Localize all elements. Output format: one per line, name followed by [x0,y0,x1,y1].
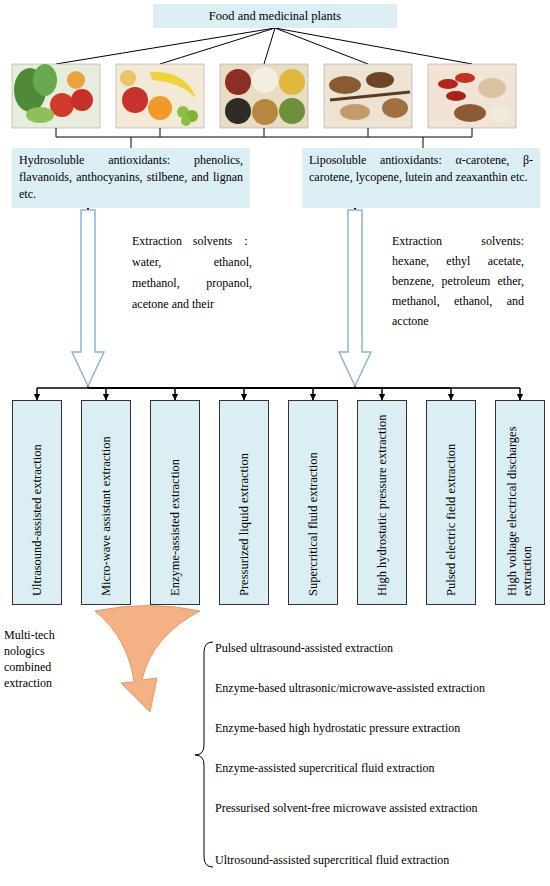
node-text: Ultrasound-assisted extraction [30,444,45,596]
pear [120,70,136,86]
banana [150,72,196,98]
node-text: Enzyme-assisted extraction [168,459,183,596]
herb-slice [454,104,486,122]
method-item: Enzyme-based high hydrostatic pressure e… [215,720,545,736]
connector [88,208,313,400]
connector [37,208,355,400]
grape [181,116,191,126]
method-item: Pressurised solvent-free microwave assis… [215,800,545,816]
rice-pile [252,67,278,93]
herb-slice [366,72,394,88]
fan-line [56,28,275,64]
photo-bracket [56,128,472,148]
herb-slice [329,76,361,94]
method-box: Enzyme-assisted extraction [150,400,200,605]
herb-photo [324,64,412,128]
node-text: Food and medicinal plants [209,9,341,24]
method-item: Ultrosound-assisted supercritical fluid … [215,852,545,868]
fruit-photo [116,64,204,128]
wheat-pile [252,99,278,125]
node-text: High hydrostatic pressure extraction [375,414,390,596]
fan-line [275,28,368,64]
herb-slice [478,78,506,98]
herb-slice [489,106,511,122]
source-box: Food and medicinal plants [153,4,397,28]
corn-pile [279,69,305,95]
connector [244,208,355,400]
category-box: Liposoluble antioxidants: α-carotene, β-… [302,148,540,208]
bracket-tick [368,128,369,137]
hollow-arrow [339,210,371,386]
fan-lines [56,28,472,64]
node-text: Liposoluble antioxidants: α-carotene, β-… [309,152,533,186]
goji [438,79,458,89]
herb-photo [428,64,516,128]
photo-frame [12,64,100,128]
method-box: Pressurized liquid extraction [219,400,269,605]
tomato [71,89,93,111]
bracket-tick [264,128,265,137]
bracket-tick [160,128,161,137]
bracket-line [56,137,472,138]
node-text: Pulsed electric field extraction [444,444,459,596]
photo-frame [220,64,308,128]
category-box: Hydrosoluble antioxidants: phenolics, fl… [12,148,250,208]
curved-arrow [95,606,200,713]
bracket-tick [472,128,473,137]
herb-slice [382,98,408,118]
goji [446,91,466,101]
bracket-drop [423,137,424,148]
node-text: Pressurized liquid extraction [237,453,252,596]
node-text: Supercritical fluid extraction [306,452,321,596]
method-box: Ultrasound-assisted extraction [12,400,62,605]
bean-pile [225,69,251,95]
bean-pile [279,98,305,124]
bracket-drop [131,137,132,148]
vegetable-photo [12,64,100,128]
method-box: Pulsed electric field extraction [426,400,476,605]
node-text: Hydrosoluble antioxidants: phenolics, fl… [19,152,243,203]
bean-pile [225,98,251,124]
fan-line [264,28,275,64]
fan-line [275,28,472,64]
orange [148,96,172,120]
bracket-tick [56,128,57,137]
pepper [67,71,85,89]
leaf [33,64,57,96]
method-box: High voltage electrical discharges extra… [495,400,545,605]
solvent-note: Extraction solvents：water, ethanol, meth… [132,231,252,315]
method-box: Supercritical fluid extraction [288,400,338,605]
combine-note: Multi-tech nologics combined extraction [4,627,68,691]
photo-frame [428,64,516,128]
method-item: Pulsed ultrasound-assisted extraction [215,640,545,656]
curly-brace [195,642,213,867]
photo-frame [116,64,204,128]
herb-root [330,92,410,100]
solvent-note: Extraction solvents: hexane, ethyl aceta… [392,231,524,331]
grain-photo [220,64,308,128]
herb-slice [340,104,370,120]
method-item: Enzyme-based ultrasonic/microwave-assist… [215,680,545,696]
fan-line [160,28,275,64]
connector [88,208,382,400]
node-text: High voltage electrical discharges extra… [505,409,535,596]
cucumber [26,107,54,123]
apple [122,87,148,113]
method-box: High hydrostatic pressure extraction [357,400,407,605]
method-item: Enzyme-assisted supercritical fluid extr… [215,760,545,776]
goji [455,73,475,83]
node-text: Micro-wave assistant extraction [99,436,114,596]
connector [106,208,355,400]
hollow-arrow [72,210,104,386]
photo-frame [324,64,412,128]
method-box: Micro-wave assistant extraction [81,400,131,605]
